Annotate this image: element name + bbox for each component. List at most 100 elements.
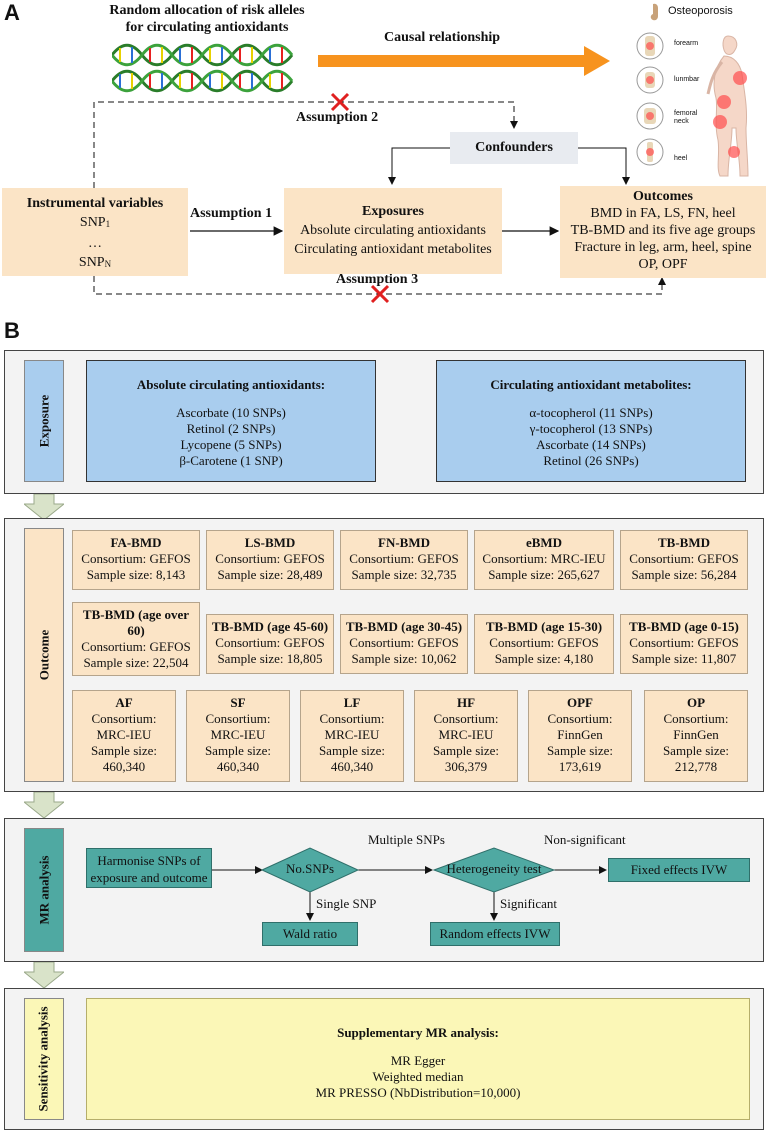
card-line: Consortium: (547, 711, 613, 726)
dna-helix-top-icon (112, 43, 294, 67)
card-sample: Sample size: 32,735 (351, 567, 457, 582)
hetero-label: Heterogeneity test (446, 861, 542, 876)
iv-snpn: SNPN (78, 255, 112, 270)
card-line: Consortium: (205, 711, 271, 726)
outcome-card: LF Consortium: MRC-IEU Sample size: 460,… (300, 690, 404, 782)
card-title: TB-BMD (age 0-15) (629, 619, 739, 634)
outcome-card: LS-BMD Consortium: GEFOS Sample size: 28… (206, 530, 334, 590)
nosnps-diamond (260, 847, 360, 893)
harmonise-box: Harmonise SNPs of exposure and outcome (86, 848, 212, 888)
card-line: 173,619 (558, 759, 602, 774)
wald-ratio-box: Wald ratio (262, 922, 358, 946)
card-consortium: Consortium: GEFOS (215, 635, 325, 650)
card-line: Sample size: (318, 743, 386, 758)
exposure-vlabel: Exposure (24, 360, 64, 482)
card-title: TB-BMD (age over 60) (82, 607, 190, 638)
card-line: Sample size: (546, 743, 614, 758)
card-sample: Sample size: 28,489 (217, 567, 323, 582)
metabolites-item: Ascorbate (14 SNPs) (536, 437, 646, 452)
card-title: OPF (567, 695, 593, 710)
multiple-label: Multiple SNPs (368, 832, 445, 847)
site-label-femoral-neck: femoral neck (674, 110, 698, 125)
outcomes-line4: OP, OPF (638, 257, 688, 272)
hetero-diamond (432, 847, 556, 893)
outcome-card: FA-BMD Consortium: GEFOS Sample size: 8,… (72, 530, 200, 590)
card-consortium: Consortium: GEFOS (215, 551, 325, 566)
card-line: 460,340 (102, 759, 146, 774)
outcome-card: OP Consortium: FinnGen Sample size: 212,… (644, 690, 748, 782)
causal-arrow-icon (318, 46, 610, 76)
allele-title: Random allocation of risk alleles for ci… (92, 2, 322, 36)
absolute-item: Retinol (2 SNPs) (186, 421, 276, 436)
card-line: MRC-IEU (210, 727, 266, 742)
card-title: TB-BMD (age 15-30) (485, 619, 603, 634)
card-line: MRC-IEU (96, 727, 152, 742)
flow-arrow-icon (24, 962, 64, 988)
outcome-card: SF Consortium: MRC-IEU Sample size: 460,… (186, 690, 290, 782)
card-line: MRC-IEU (324, 727, 380, 742)
nonsig-label: Non-significant (544, 832, 626, 847)
sig-label: Significant (500, 896, 558, 911)
card-sample: Sample size: 265,627 (488, 567, 600, 582)
supplementary-item: MR PRESSO (NbDistribution=10,000) (315, 1085, 521, 1100)
supplementary-item: Weighted median (372, 1069, 464, 1084)
dna-helix-bottom-icon (112, 69, 294, 93)
supplementary-title: Supplementary MR analysis: (337, 1025, 499, 1040)
supplementary-item: MR Egger (390, 1053, 446, 1068)
confounders-box: Confounders (450, 132, 578, 164)
flow-arrow-icon (24, 792, 64, 818)
site-label-heel: heel (674, 155, 688, 162)
card-title: FN-BMD (378, 535, 430, 550)
card-line: MRC-IEU (438, 727, 494, 742)
absolute-item: Ascorbate (10 SNPs) (176, 405, 286, 420)
outcomes-line2: TB-BMD and its five age groups (570, 223, 756, 238)
card-consortium: Consortium: GEFOS (81, 551, 191, 566)
outcome-card: AF Consortium: MRC-IEU Sample size: 460,… (72, 690, 176, 782)
card-sample: Sample size: 4,180 (494, 651, 594, 666)
metabolites-item: α-tocopherol (11 SNPs) (529, 405, 653, 420)
allele-title-line1: Random allocation of risk alleles (109, 3, 305, 18)
outcome-vlabel: Outcome (24, 528, 64, 782)
card-title: LF (343, 695, 361, 710)
outcomes-title: Outcomes (633, 189, 693, 204)
fixed-ivw-label: Fixed effects IVW (630, 862, 728, 877)
card-consortium: Consortium: GEFOS (629, 551, 739, 566)
panel-a-label: A (4, 0, 20, 25)
flow-arrow-icon (24, 494, 64, 520)
card-sample: Sample size: 56,284 (631, 567, 737, 582)
outcome-card: TB-BMD (age 45-60) Consortium: GEFOS Sam… (206, 614, 334, 674)
assumption3-label: Assumption 3 (336, 272, 419, 287)
fixed-ivw-box: Fixed effects IVW (608, 858, 750, 882)
absolute-antioxidants-box: Absolute circulating antioxidants: Ascor… (86, 360, 376, 482)
body-figure-icon (636, 32, 749, 177)
metabolites-title: Circulating antioxidant metabolites: (490, 377, 692, 392)
single-label: Single SNP (316, 896, 377, 911)
assumption-paths (93, 92, 666, 304)
card-consortium: Consortium: GEFOS (349, 635, 459, 650)
card-line: Sample size: (90, 743, 158, 758)
card-sample: Sample size: 22,504 (83, 655, 189, 670)
random-ivw-label: Random effects IVW (439, 926, 551, 941)
card-sample: Sample size: 8,143 (86, 567, 186, 582)
card-line: FinnGen (557, 727, 603, 742)
card-line: 460,340 (216, 759, 260, 774)
outcome-card: TB-BMD (age 30-45) Consortium: GEFOS Sam… (340, 614, 468, 674)
outcome-card: HF Consortium: MRC-IEU Sample size: 306,… (414, 690, 518, 782)
card-line: 306,379 (444, 759, 488, 774)
allele-title-line2: for circulating antioxidants (125, 20, 289, 35)
absolute-item: Lycopene (5 SNPs) (180, 437, 282, 452)
card-title: SF (230, 695, 246, 710)
card-line: Consortium: (433, 711, 499, 726)
mr-vlabel: MR analysis (24, 828, 64, 952)
iv-dots: … (88, 236, 102, 251)
mr-panel (4, 818, 764, 962)
outcome-card: TB-BMD (age 15-30) Consortium: GEFOS Sam… (474, 614, 614, 674)
outcome-card: TB-BMD (age 0-15) Consortium: GEFOS Samp… (620, 614, 748, 674)
outcomes-line3: Fracture in leg, arm, heel, spine (574, 240, 752, 255)
metabolites-box: Circulating antioxidant metabolites: α-t… (436, 360, 746, 482)
panel-b-label: B (4, 318, 20, 343)
exposures-line1: Absolute circulating antioxidants (300, 223, 486, 238)
nosnps-label: No.SNPs (285, 861, 335, 876)
card-line: Consortium: (663, 711, 729, 726)
metabolites-item: Retinol (26 SNPs) (543, 453, 639, 468)
